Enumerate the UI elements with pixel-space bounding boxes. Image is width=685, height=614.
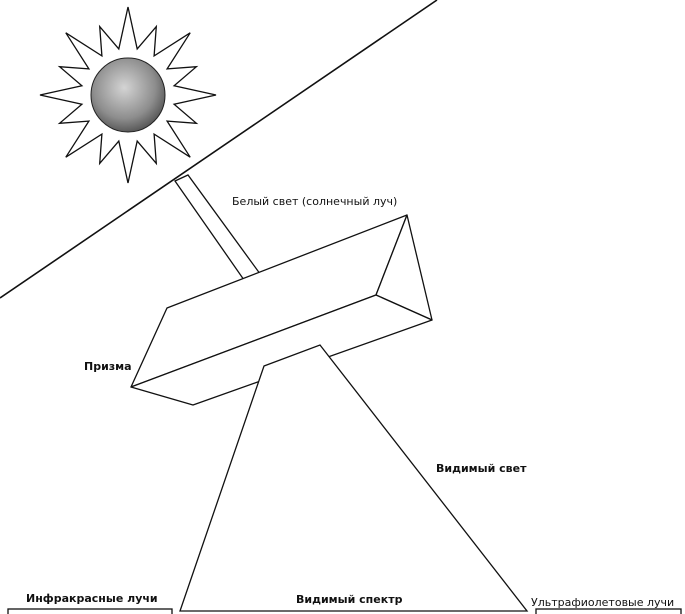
ultraviolet-label: Ультрафиолетовые лучи [531,596,675,609]
visible-light-label: Видимый свет [436,462,527,475]
prism-icon [130,214,433,406]
diagonal-line [0,0,438,299]
infrared-box [7,608,173,614]
visible-spectrum-label: Видимый спектр [296,593,403,606]
ultraviolet-box [535,608,682,614]
visible-light-cone [179,344,529,612]
infrared-label: Инфракрасные лучи [26,592,158,605]
white-light-label: Белый свет (солнечный луч) [232,195,398,208]
prism-label: Призма [84,360,132,373]
sun-icon [39,6,217,184]
